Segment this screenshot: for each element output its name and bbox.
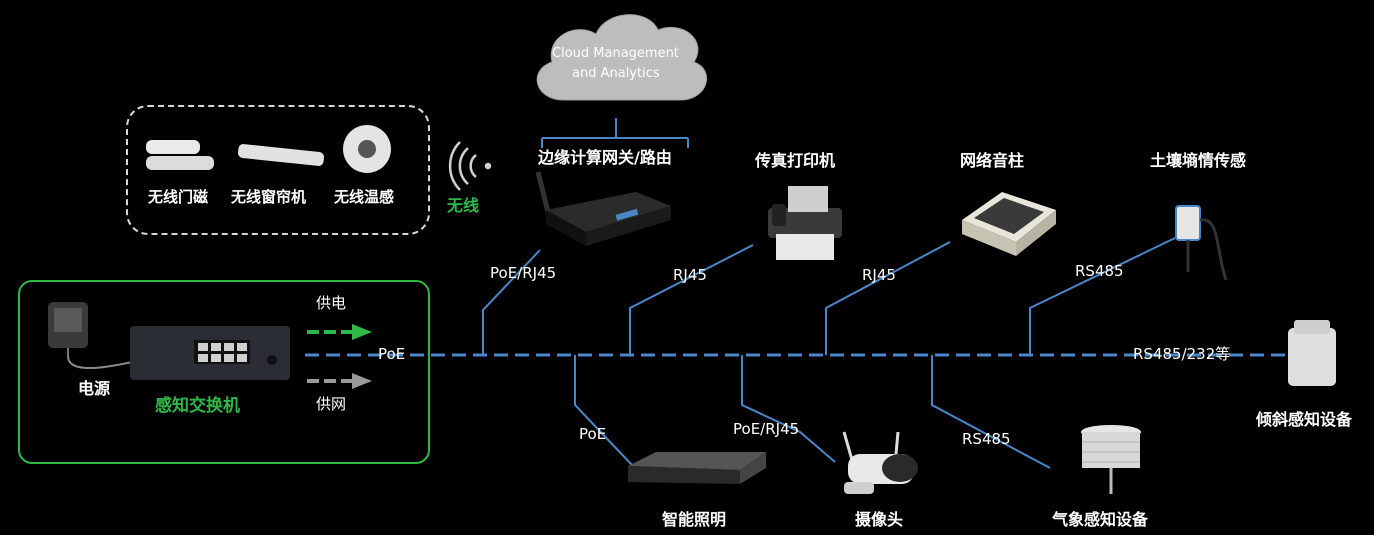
camera-link (741, 355, 836, 463)
soil-sensor-icon (1175, 205, 1228, 281)
camera-link-label: PoE/RJ45 (733, 420, 800, 438)
power-label: 电源 (78, 379, 111, 398)
soil-label: 土壤墒情传感 (1150, 151, 1247, 170)
temperature-sensor-icon (343, 125, 391, 173)
power-arrow (352, 324, 372, 340)
cloud-icon (536, 14, 708, 101)
cloud-line1: Cloud Management (552, 46, 679, 61)
network-arrow (352, 373, 372, 389)
switch-device-icon (130, 326, 290, 380)
tilt-link-label: RS485/232等 (1133, 345, 1231, 363)
lighting-link (574, 355, 633, 466)
camera-label: 摄像头 (855, 510, 904, 529)
gateway-link-label: PoE/RJ45 (490, 264, 557, 282)
weather-link-label: RS485 (962, 430, 1011, 448)
speaker-link (825, 241, 951, 355)
fax-link (629, 244, 754, 355)
lighting-link-label: PoE (579, 425, 607, 443)
speaker-link-label: RJ45 (862, 266, 896, 284)
weather-label: 气象感知设备 (1052, 510, 1149, 529)
wireless-icon (448, 141, 492, 191)
wireless-label: 无线 (447, 196, 480, 215)
fax-printer-icon (768, 186, 842, 260)
door-sensor-icon (146, 140, 214, 170)
switch-label: 感知交换机 (155, 396, 240, 416)
weather-link (931, 355, 1051, 469)
wireless-item-door: 无线门磁 (148, 188, 209, 206)
curtain-motor-icon (237, 144, 325, 166)
fax-label: 传真打印机 (755, 151, 836, 170)
tilt-sensor-icon (1288, 320, 1336, 386)
soil-link-label: RS485 (1075, 262, 1124, 280)
supply-network-label: 供网 (316, 395, 347, 413)
lighting-label: 智能照明 (662, 510, 727, 529)
fax-link-label: RJ45 (673, 266, 707, 284)
power-adapter-icon (48, 302, 88, 356)
wireless-item-temp: 无线温感 (334, 188, 395, 206)
speaker-label: 网络音柱 (960, 151, 1025, 170)
gateway-label: 边缘计算网关/路由 (538, 148, 672, 167)
tilt-label: 倾斜感知设备 (1256, 410, 1353, 429)
switch-box (18, 280, 430, 464)
weather-sensor-icon (1081, 425, 1141, 494)
network-speaker-icon (962, 192, 1056, 256)
power-cable (67, 355, 133, 370)
camera-icon (842, 431, 918, 494)
supply-power-label: 供电 (316, 294, 347, 312)
soil-link (1029, 237, 1176, 355)
cloud-line2: and Analytics (572, 66, 660, 81)
gateway-link (482, 249, 541, 355)
wireless-devices-box (126, 105, 430, 235)
poe-label: PoE (378, 345, 406, 363)
gateway-device-icon (535, 171, 671, 246)
smart-lighting-icon (628, 452, 766, 484)
wireless-item-curtain: 无线窗帘机 (231, 188, 307, 206)
